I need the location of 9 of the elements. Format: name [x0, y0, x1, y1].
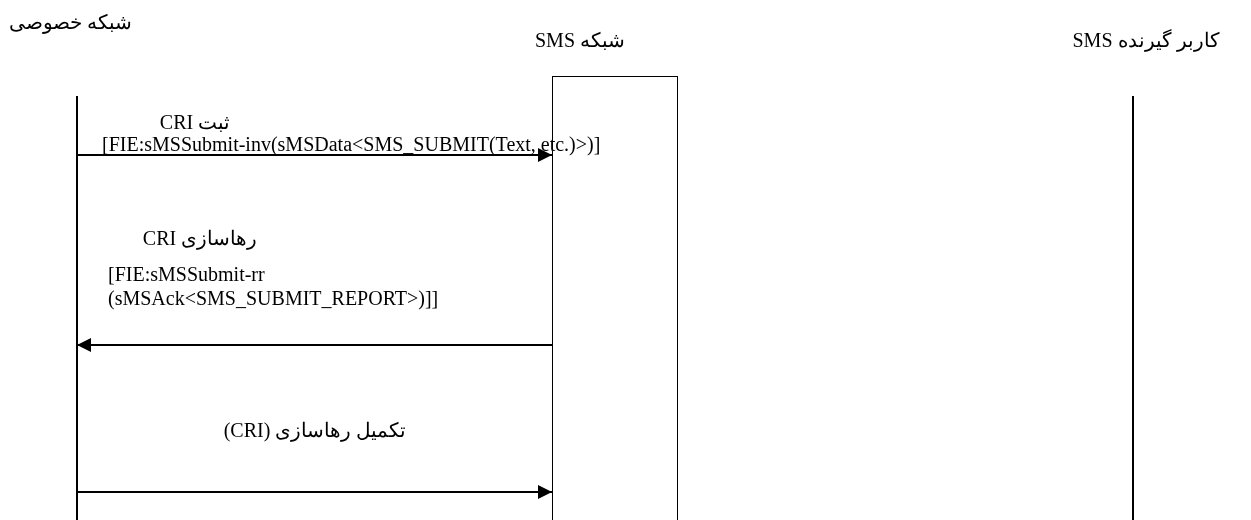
message-parameter: [FIE:sMSSubmit-rr (sMSAck<SMS_SUBMIT_REPORT>)]]	[108, 262, 440, 310]
arrow	[76, 338, 553, 352]
arrow	[76, 148, 553, 162]
edge-label: تکمیل رهاسازی (CRI)	[223, 418, 407, 442]
participant-label: شبکه خصوصی	[8, 10, 132, 34]
participant-label: کاربر گیرنده SMS	[1072, 28, 1220, 52]
participant-label: شبکه SMS	[535, 28, 625, 52]
edge-label: رهاسازی CRI	[142, 226, 258, 250]
arrow	[76, 485, 553, 499]
